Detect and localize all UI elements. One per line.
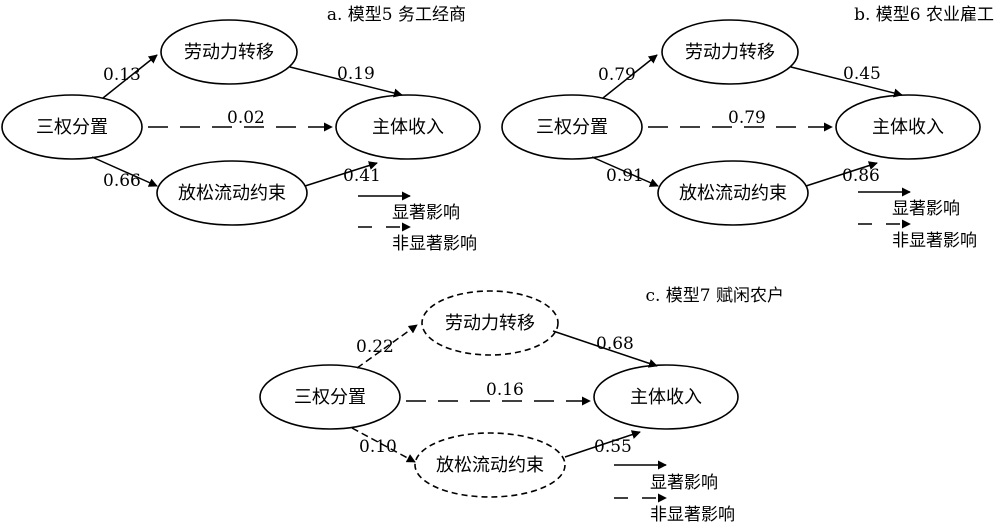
panel-b-legend-nonsignificant: 非显著影响 xyxy=(892,231,977,251)
panel-c-arrow-lower-target xyxy=(564,430,641,458)
panel-c-coef-source-upper: 0.22 xyxy=(356,337,394,357)
panel-b-arrow-upper-target xyxy=(790,66,903,98)
panel-b-arrow-source-lower xyxy=(591,156,659,187)
panel-c-coef-source-target: 0.16 xyxy=(486,380,524,400)
panel-a-coef-source-lower: 0.66 xyxy=(103,171,141,191)
panel-b-coef-source-target: 0.79 xyxy=(728,108,766,128)
panel-a-node-upper-label: 劳动力转移 xyxy=(184,42,274,63)
panel-b-arrow-lower-target xyxy=(805,161,878,187)
panel-c-arrow-upper-target xyxy=(552,330,658,368)
panel-b-legend-significant: 显著影响 xyxy=(892,199,960,219)
panel-a-node-upper xyxy=(160,19,298,85)
panel-b: b. 模型6 农业雇工 三权分置 劳动力转移 放松流动约束 主体收入 0.79 … xyxy=(501,5,994,251)
panel-a: a. 模型5 务工经商 三权分置 劳动力转移 放松流动约束 主体收入 0.13 … xyxy=(1,5,481,254)
panel-c-node-lower-label: 放松流动约束 xyxy=(436,455,544,476)
panel-c-legend-significant: 显著影响 xyxy=(650,473,718,493)
panel-c-node-upper xyxy=(421,290,559,356)
panel-a-arrow-lower-target xyxy=(304,161,378,187)
panel-a-node-lower-label: 放松流动约束 xyxy=(178,183,286,204)
panel-b-coef-source-upper: 0.79 xyxy=(598,65,636,85)
panel-a-arrow-upper-target xyxy=(289,66,403,98)
panel-c-node-source xyxy=(259,364,401,430)
panel-b-node-lower-label: 放松流动约束 xyxy=(679,183,787,204)
panel-c-title: c. 模型7 赋闲农户 xyxy=(645,286,784,306)
panel-a-legend-nonsignificant: 非显著影响 xyxy=(392,234,477,254)
panel-c-node-lower xyxy=(414,432,566,498)
panel-a-coef-upper-target: 0.19 xyxy=(337,64,375,84)
panel-a-node-target-label: 主体收入 xyxy=(372,117,444,138)
panel-b-node-lower xyxy=(657,160,809,226)
panel-c-node-target-label: 主体收入 xyxy=(630,387,702,408)
panel-b-node-target xyxy=(835,94,981,160)
panel-a-arrow-source-upper xyxy=(102,54,158,99)
panel-a-legend-significant: 显著影响 xyxy=(392,203,460,223)
panel-b-node-source xyxy=(501,94,643,160)
panel-a-coef-source-target: 0.02 xyxy=(227,108,265,128)
panel-c-arrow-source-upper xyxy=(356,324,418,369)
panel-c-node-upper-label: 劳动力转移 xyxy=(445,313,535,334)
panel-a-coef-lower-target: 0.41 xyxy=(343,166,381,186)
panel-c-node-source-label: 三权分置 xyxy=(294,387,366,408)
panel-a-node-source-label: 三权分置 xyxy=(36,117,108,138)
panel-c-legend-nonsignificant: 非显著影响 xyxy=(650,505,735,525)
panel-b-coef-source-lower: 0.91 xyxy=(606,166,644,186)
panel-c-node-target xyxy=(593,364,739,430)
panel-c-coef-source-lower: 0.10 xyxy=(359,437,397,457)
panel-a-coef-source-upper: 0.13 xyxy=(103,65,141,85)
panel-b-arrow-source-upper xyxy=(602,54,658,99)
panel-b-coef-upper-target: 0.45 xyxy=(843,64,881,84)
panel-a-title: a. 模型5 务工经商 xyxy=(327,5,466,25)
panel-b-title: b. 模型6 农业雇工 xyxy=(854,5,994,25)
panel-b-node-upper xyxy=(661,19,799,85)
panel-a-arrow-source-lower xyxy=(91,156,158,187)
panel-a-node-source xyxy=(1,94,143,160)
panel-c-coef-lower-target: 0.55 xyxy=(594,437,632,457)
panel-c-coef-upper-target: 0.68 xyxy=(596,334,634,354)
panel-b-node-upper-label: 劳动力转移 xyxy=(685,42,775,63)
panel-b-node-target-label: 主体收入 xyxy=(872,117,944,138)
panel-b-coef-lower-target: 0.86 xyxy=(842,166,880,186)
panel-a-node-target xyxy=(335,94,481,160)
panel-b-node-source-label: 三权分置 xyxy=(536,117,608,138)
panel-a-node-lower xyxy=(156,160,308,226)
panel-c-arrow-source-lower xyxy=(351,427,416,463)
panel-c: c. 模型7 赋闲农户 三权分置 劳动力转移 放松流动约束 主体收入 0.22 … xyxy=(259,286,784,525)
